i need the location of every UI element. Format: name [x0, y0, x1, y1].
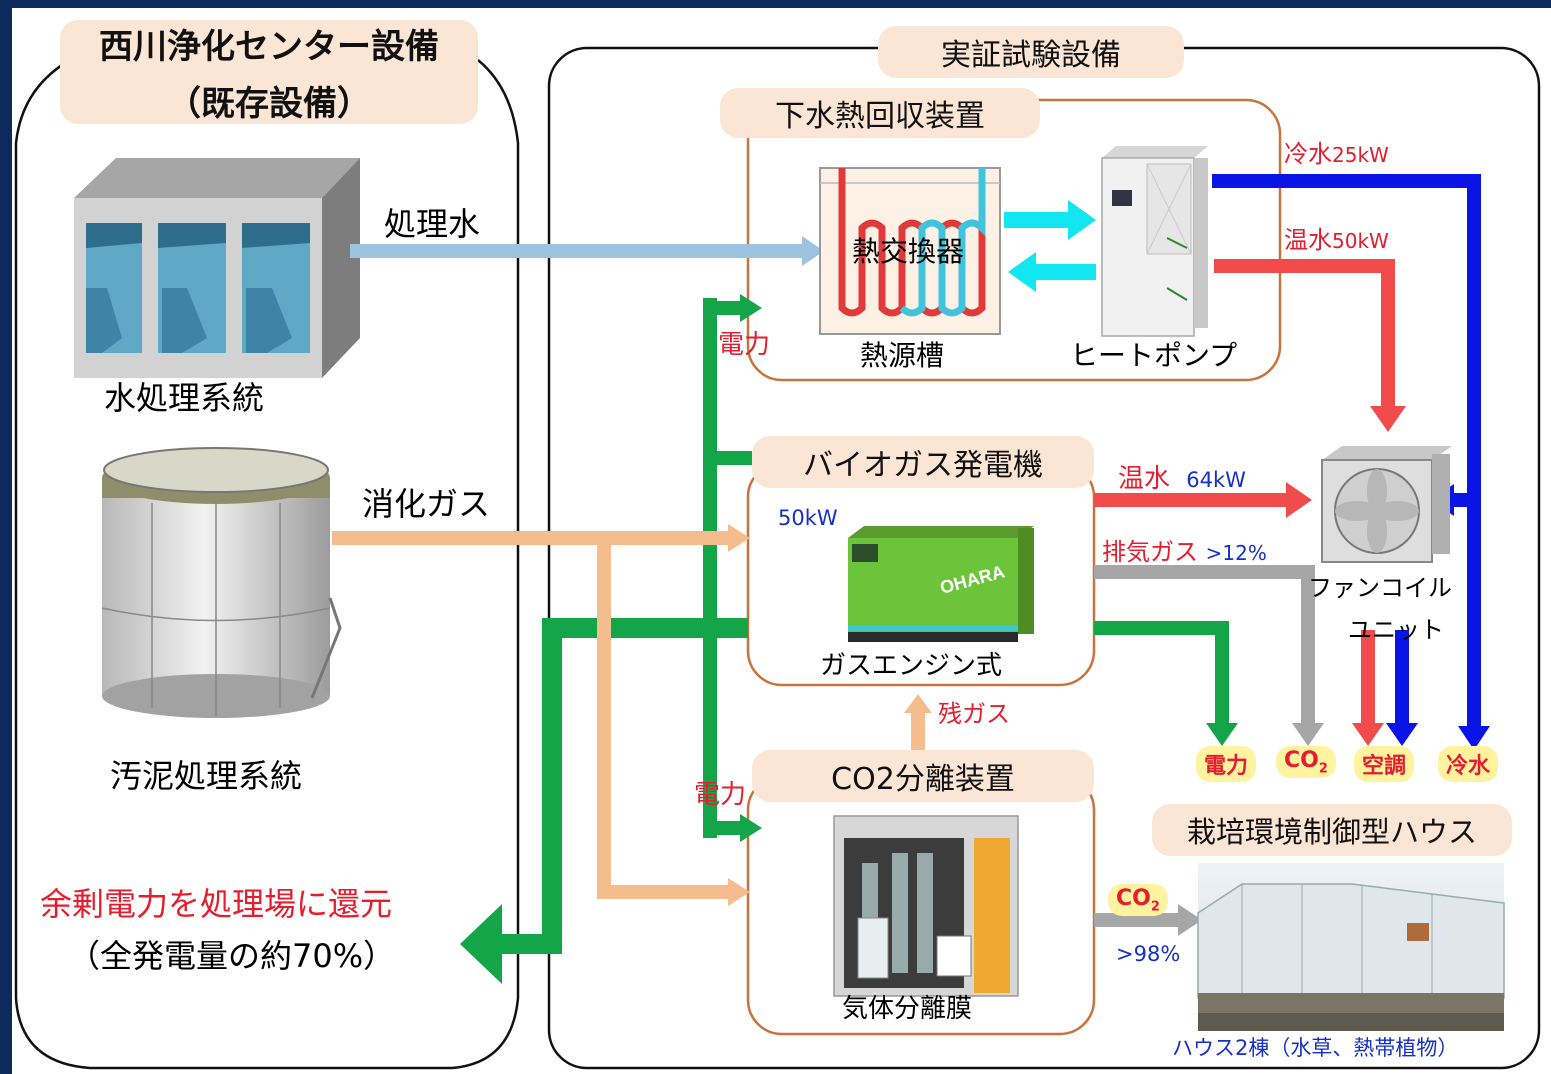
existing-title-tag: 西川浄化センター設備 （既存設備）: [60, 20, 478, 124]
biogas-generator-image: OHARA: [848, 526, 1034, 642]
output-power-label: 電力: [1196, 746, 1257, 782]
diagram-graphics: OHARA: [14, 46, 1541, 1070]
cold-water-label-text: 冷水: [1284, 140, 1332, 168]
hot-water-50kw-label: 温水50kW: [1284, 228, 1389, 252]
co2-purity-label: >98%: [1116, 942, 1181, 966]
residual-gas-arrowhead: [904, 694, 932, 713]
co2-supply-label: CO2: [1108, 884, 1168, 917]
exhaust-line: [1094, 565, 1315, 726]
hot-water-line: [1214, 259, 1395, 408]
sludge-system-label: 汚泥処理系統: [110, 757, 303, 795]
fancoil-line2: ユニット: [1348, 616, 1444, 644]
demo-title: 実証試験設備: [941, 38, 1121, 73]
heat-recovery-title-tag: 下水熱回収装置: [720, 88, 1040, 138]
aircon-cold-arrowhead: [1386, 723, 1418, 746]
hot-water-label-text: 温水: [1284, 226, 1332, 254]
exhaust-gas-text: 排気ガス: [1102, 538, 1198, 566]
gas-arrowhead-biogas: [728, 524, 750, 552]
hot-water-arrowhead: [1370, 406, 1406, 432]
co2sep-title: CO2分離装置: [831, 762, 1015, 797]
existing-title-line1: 西川浄化センター設備: [99, 27, 439, 67]
heat-exchanger-label: 熱交換器: [852, 235, 965, 268]
surplus-power-arrowhead: [460, 904, 502, 984]
output-power-arrowhead: [1206, 723, 1238, 746]
cold-water-25kw-label: 冷水25kW: [1284, 142, 1389, 166]
heat-pump-unit: [1101, 146, 1208, 337]
biogas-title: バイオガス発電機: [803, 448, 1043, 483]
biogas-hot-water-label: 温水 64kW: [1118, 466, 1246, 492]
gas-arrowhead-co2sep: [728, 878, 750, 906]
heat-recovery-title: 下水熱回収装置: [775, 99, 985, 134]
existing-title-line2: （既存設備）: [167, 84, 371, 124]
co2-supply-sub: 2: [1150, 899, 1160, 915]
greenhouse-title: 栽培環境制御型ハウス: [1186, 815, 1477, 849]
fancoil-line1: ファンコイル: [1308, 574, 1452, 602]
water-system-label: 水処理系統: [104, 379, 265, 417]
co2-supply-arrowhead: [1178, 904, 1202, 936]
co2sep-image: [833, 815, 1019, 997]
output-co2-sub: 2: [1318, 761, 1328, 777]
cyan-arrowhead-back: [1008, 252, 1036, 292]
digestion-gas-label: 消化ガス: [362, 485, 491, 523]
fancoil-unit: [1321, 446, 1452, 563]
exhaust-gas-value: >12%: [1205, 541, 1267, 565]
engine-type-label: ガスエンジン式: [820, 651, 1003, 681]
generator-capacity-label: 50kW: [778, 506, 838, 530]
surplus-ratio-label: （全発電量の約70%）: [68, 937, 396, 975]
power-arrowhead-co2sep: [740, 814, 762, 842]
cyan-arrowhead-out: [1068, 200, 1096, 240]
hot-water-value: 50kW: [1332, 229, 1389, 253]
demo-title-tag: 実証試験設備: [878, 26, 1184, 78]
exhaust-arrowhead: [1292, 723, 1324, 746]
power-arrowhead-heat: [740, 294, 762, 322]
existing-panel: [14, 58, 520, 1070]
power-label-top: 電力: [718, 330, 771, 360]
biogas-title-tag: バイオガス発電機: [752, 436, 1094, 488]
biogas-hot-water-text: 温水: [1118, 464, 1171, 494]
cold-water-line: [1212, 174, 1481, 730]
residual-gas-label: 残ガス: [938, 700, 1010, 728]
output-co2-label: CO2: [1276, 746, 1336, 779]
output-co2-text: CO: [1284, 748, 1319, 773]
biogas-hot-water-value: 64kW: [1186, 468, 1246, 492]
water-treatment-facility: [74, 158, 360, 378]
aircon-hot-arrowhead: [1352, 723, 1384, 746]
surplus-power-label: 余剰電力を処理場に還元: [40, 885, 393, 923]
co2sep-title-tag: CO2分離装置: [752, 750, 1094, 802]
heat-exchanger-tank: [819, 167, 1001, 335]
treated-water-arrowhead: [802, 236, 824, 266]
output-cold-label: 冷水: [1438, 746, 1499, 782]
diagram-canvas: OHARA 西川浄化センター設備 （既存設備） 実証試験設備 下水熱回収装置 バ…: [12, 8, 1551, 1074]
digestion-tank: [101, 447, 342, 718]
exhaust-gas-label: 排気ガス >12%: [1102, 540, 1267, 564]
membrane-label: 気体分離膜: [842, 994, 973, 1024]
co2-supply-text: CO: [1116, 886, 1151, 911]
cold-water-value: 25kW: [1332, 143, 1389, 167]
greenhouse-caption: ハウス2棟（水草、熱帯植物）: [1172, 1036, 1459, 1060]
biogas-hot-water-arrowhead: [1286, 482, 1312, 518]
cold-water-arrowhead: [1458, 726, 1490, 750]
power-label-mid: 電力: [694, 780, 747, 810]
treated-water-label: 処理水: [384, 205, 481, 243]
heat-source-tank-label: 熱源槽: [860, 339, 945, 372]
power-lines: [492, 298, 1229, 954]
greenhouse-title-tag: 栽培環境制御型ハウス: [1152, 804, 1512, 856]
heat-pump-label: ヒートポンプ: [1070, 339, 1238, 372]
output-aircon-label: 空調: [1354, 746, 1415, 782]
greenhouse-image: [1197, 863, 1505, 1031]
